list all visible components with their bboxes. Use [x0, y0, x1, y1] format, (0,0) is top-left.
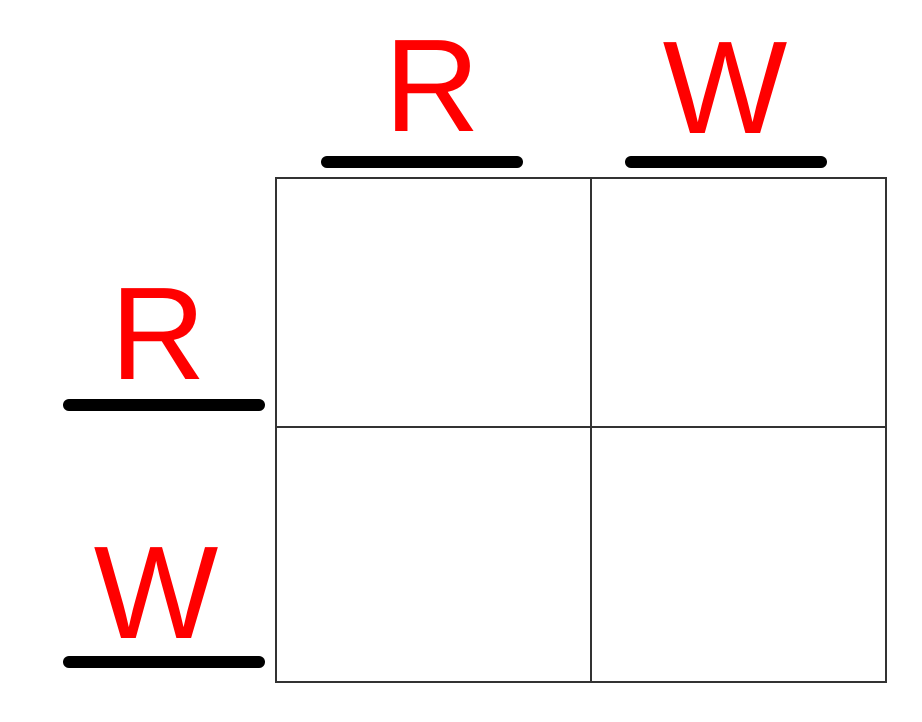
column-allele-2-underline [625, 156, 827, 168]
punnett-cell-2-2 [592, 428, 885, 681]
row-allele-2-underline [63, 656, 265, 668]
punnett-cell-1-2 [592, 179, 885, 428]
column-allele-1: R [384, 12, 480, 159]
punnett-square [275, 177, 887, 683]
column-allele-2: W [662, 14, 788, 161]
row-allele-2: W [93, 519, 219, 666]
row-allele-1-underline [63, 399, 265, 411]
punnett-cell-1-1 [277, 179, 592, 428]
row-allele-1: R [110, 260, 206, 407]
punnett-cell-2-1 [277, 428, 592, 681]
column-allele-1-underline [321, 156, 523, 168]
